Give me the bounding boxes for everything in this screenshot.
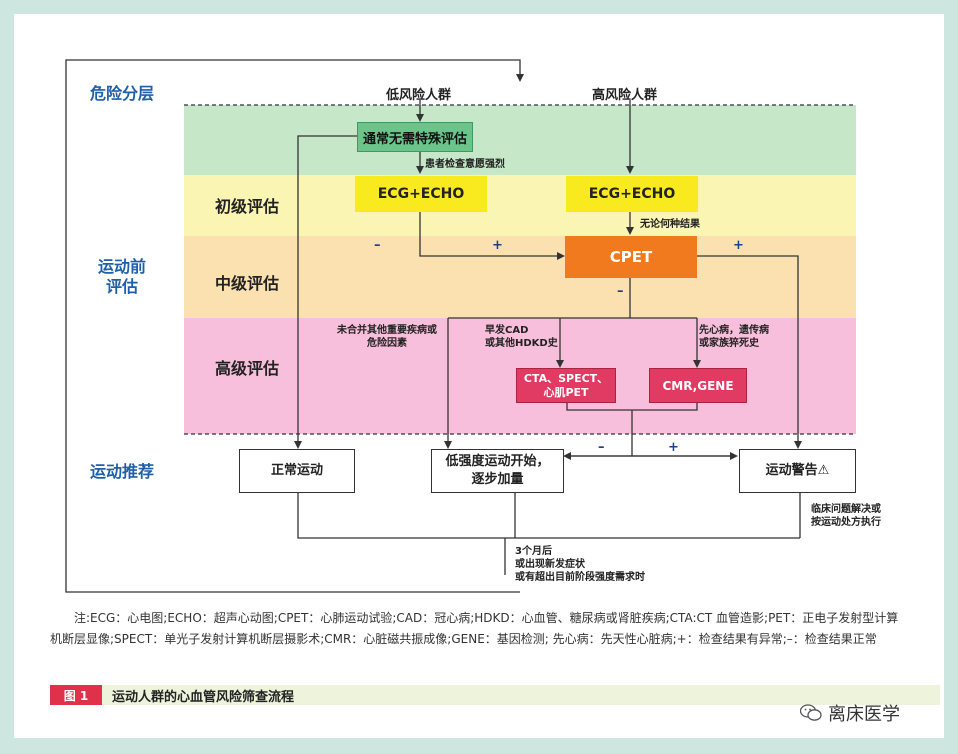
wechat-icon [800, 704, 822, 721]
band-intermediate [184, 236, 856, 318]
sign-plus-ecg: + [492, 238, 503, 253]
sign-minus-cpet: – [617, 284, 624, 299]
label-reeval-line3: 或有超出目前阶段强度需求时 [515, 572, 645, 583]
low-intensity-box: 低强度运动开始， 逐步加量 [431, 449, 564, 493]
sign-plus-cpet: + [733, 238, 744, 253]
sign-minus-merge: – [598, 440, 605, 455]
group-low-risk: 低风险人群 [386, 88, 452, 103]
sign-minus-ecg: – [374, 238, 381, 253]
label-congenital: 先心病，遗传病 或家族猝死史 [699, 324, 769, 350]
exercise-warning-box: 运动警告⚠ [739, 449, 856, 493]
ecg-echo-left-box: ECG+ECHO [355, 176, 487, 212]
label-reeval-line1: 3个月后 [515, 546, 552, 557]
label-congenital-line2: 或家族猝死史 [699, 338, 759, 349]
section-pre-exercise: 运动前 评估 [98, 257, 146, 297]
label-no-other-disease: 未合并其他重要疾病或 危险因素 [337, 324, 437, 350]
label-any-result: 无论何种结果 [640, 219, 700, 230]
band-risk [184, 105, 856, 175]
section-risk-stratification: 危险分层 [90, 84, 155, 103]
caption-bar [50, 685, 940, 705]
figure-note: 注:ECG：心电图;ECHO：超声心动图;CPET：心肺运动试验;CAD：冠心病… [50, 611, 899, 646]
cta-line2: 心肌PET [543, 385, 589, 399]
label-early-cad-line1: 早发CAD [485, 325, 529, 336]
label-no-other-disease-line1: 未合并其他重要疾病或 [337, 325, 437, 336]
label-patient-wish: 患者检查意愿强烈 [425, 159, 505, 170]
figure-number-tag: 图 1 [50, 685, 102, 705]
level-primary: 初级评估 [215, 197, 280, 216]
low-intensity-line1: 低强度运动开始， [445, 454, 550, 469]
cmr-gene-box: CMR,GENE [649, 368, 747, 403]
label-reeval-line2: 或出现新发症状 [515, 559, 585, 570]
label-clinical-resolved: 临床问题解决或 按运动处方执行 [811, 503, 881, 529]
label-early-cad-line2: 或其他HDKD史 [485, 338, 558, 349]
group-high-risk: 高风险人群 [592, 88, 658, 103]
section-pre-exercise-line1: 运动前 [98, 257, 147, 276]
low-intensity-line2: 逐步加量 [471, 472, 524, 487]
label-clinical-line2: 按运动处方执行 [811, 517, 881, 528]
normal-exercise-box: 正常运动 [239, 449, 355, 493]
sign-plus-merge: + [668, 440, 679, 455]
cta-line1: CTA、SPECT、 [523, 371, 609, 385]
level-advanced: 高级评估 [215, 359, 280, 378]
no-special-eval-box: 通常无需特殊评估 [357, 122, 473, 152]
band-primary [184, 175, 856, 236]
section-pre-exercise-line2: 评估 [106, 277, 139, 296]
level-intermediate: 中级评估 [215, 274, 280, 293]
cta-spect-pet-box: CTA、SPECT、 心肌PET [516, 368, 616, 403]
label-congenital-line1: 先心病，遗传病 [699, 325, 769, 336]
section-exercise-recommendation: 运动推荐 [90, 462, 155, 481]
ecg-echo-right-box: ECG+ECHO [566, 176, 698, 212]
label-no-other-disease-line2: 危险因素 [367, 338, 407, 349]
watermark: 离床医学 [800, 700, 900, 726]
cpet-box: CPET [565, 236, 697, 278]
label-early-cad: 早发CAD 或其他HDKD史 [485, 324, 558, 350]
label-reevaluation: 3个月后 或出现新发症状 或有超出目前阶段强度需求时 [515, 545, 645, 584]
label-clinical-line1: 临床问题解决或 [811, 504, 881, 515]
figure-caption: 运动人群的心血管风险筛查流程 [112, 690, 295, 705]
watermark-text: 离床医学 [828, 704, 900, 725]
